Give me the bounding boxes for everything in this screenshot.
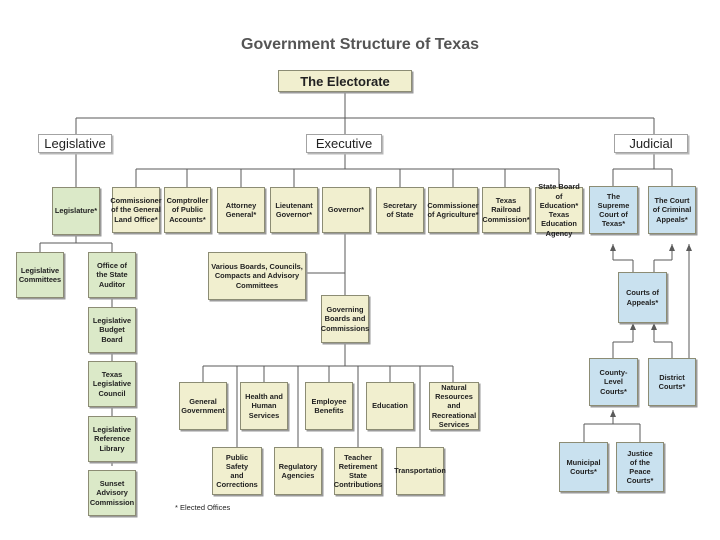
board-of-education-box: State Board of Education* Texas Educatio… bbox=[535, 182, 583, 238]
budget-board-box: Legislative Budget Board bbox=[88, 307, 136, 353]
branch-executive: Executive bbox=[306, 134, 382, 153]
governor-box: Governor* bbox=[322, 187, 370, 233]
electorate-box: The Electorate bbox=[278, 70, 412, 92]
branch-legislative: Legislative bbox=[38, 134, 112, 153]
municipal-courts-box: Municipal Courts* bbox=[559, 442, 608, 492]
sunset-commission-box: Sunset Advisory Commission bbox=[88, 470, 136, 516]
legislative-council-box: Texas Legislative Council bbox=[88, 361, 136, 407]
legislature-box: Legislature* bbox=[52, 187, 100, 235]
agriculture-commissioner-box: Commissioner of Agriculture* bbox=[427, 187, 479, 233]
district-courts-box: District Courts* bbox=[648, 358, 696, 406]
employee-benefits-box: Employee Benefits bbox=[305, 382, 353, 430]
supreme-court-box: The Supreme Court of Texas* bbox=[589, 186, 638, 234]
governing-boards-box: Governing Boards and Commissions bbox=[321, 295, 369, 343]
attorney-general-box: Attorney General* bbox=[217, 187, 265, 233]
state-auditor-box: Office of the State Auditor bbox=[88, 252, 136, 298]
health-human-services-box: Health and Human Services bbox=[240, 382, 288, 430]
boards-councils-box: Various Boards, Councils, Compacts and A… bbox=[208, 252, 306, 300]
lieutenant-governor-box: Lieutenant Governor* bbox=[270, 187, 318, 233]
railroad-commission-box: Texas Railroad Commission* bbox=[482, 187, 530, 233]
courts-of-appeals-box: Courts of Appeals* bbox=[618, 272, 667, 323]
branch-judicial: Judicial bbox=[614, 134, 688, 153]
transportation-box: Transportation bbox=[394, 447, 446, 495]
justice-of-peace-box: Justice of the Peace Courts* bbox=[616, 442, 664, 492]
footnote: * Elected Offices bbox=[175, 503, 231, 512]
legislative-committees-box: Legislative Committees bbox=[16, 252, 64, 298]
education-box: Education bbox=[366, 382, 414, 430]
general-government-box: General Government bbox=[179, 382, 227, 430]
public-safety-box: Public Safety and Corrections bbox=[212, 447, 262, 495]
secretary-of-state-box: Secretary of State bbox=[376, 187, 424, 233]
reference-library-box: Legislative Reference Library bbox=[88, 416, 136, 462]
natural-resources-box: Natural Resources and Recreational Servi… bbox=[429, 382, 479, 430]
county-courts-box: County-Level Courts* bbox=[589, 358, 638, 406]
general-land-office-box: Commissioner of the General Land Office* bbox=[110, 187, 162, 233]
comptroller-box: Comptroller of Public Accounts* bbox=[164, 187, 211, 233]
court-of-criminal-appeals-box: The Court of Criminal Appeals* bbox=[648, 186, 696, 234]
teacher-retirement-box: Teacher Retirement State Contributions bbox=[334, 447, 382, 495]
page-title: Government Structure of Texas bbox=[241, 36, 479, 53]
regulatory-agencies-box: Regulatory Agencies bbox=[274, 447, 322, 495]
